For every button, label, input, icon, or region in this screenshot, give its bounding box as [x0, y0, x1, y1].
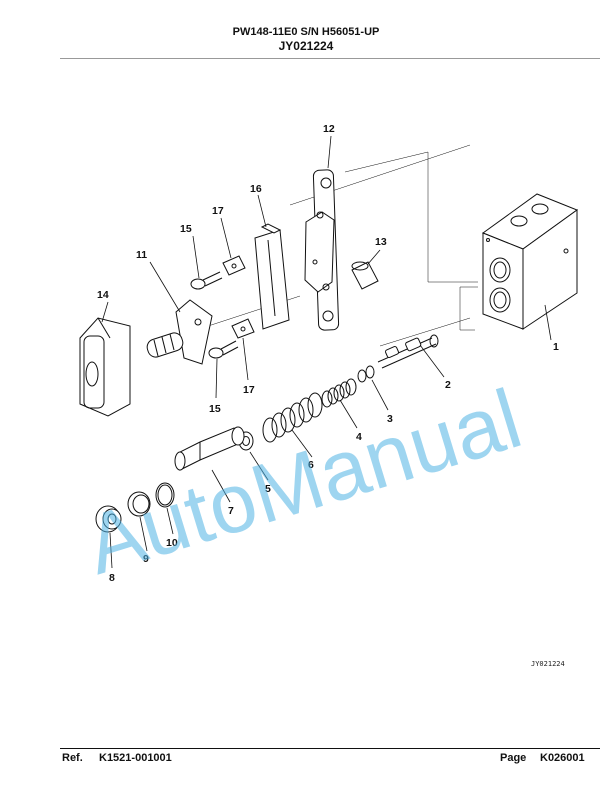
part-plate	[304, 169, 340, 331]
washer-hole-bottom	[240, 326, 246, 332]
part-lever-bracket	[146, 299, 213, 365]
callout-4: 4	[356, 431, 362, 443]
footer-rule	[60, 748, 600, 749]
part-screw-top	[190, 271, 223, 290]
page-footer: Ref. K1521-001001 Page K026001	[0, 752, 612, 768]
callout-10: 10	[166, 537, 178, 549]
part-spool	[377, 334, 439, 369]
callout-9: 9	[143, 553, 149, 565]
callout-15-bottom: 15	[209, 403, 221, 415]
callout-1: 1	[553, 341, 559, 353]
part-large-spring	[262, 392, 323, 443]
part-o-ring	[155, 482, 175, 508]
part-washer-top	[222, 255, 246, 276]
part-plunger	[174, 426, 245, 471]
header-rule	[60, 58, 600, 59]
callout-12: 12	[323, 123, 335, 135]
page-label: Page	[500, 752, 527, 764]
callout-17-top: 17	[212, 205, 224, 217]
callout-8: 8	[109, 572, 115, 584]
figure-code: JY021224	[278, 39, 334, 53]
callout-11: 11	[136, 249, 147, 261]
ref-value: K1521-001001	[99, 752, 172, 764]
part-backup-ring	[127, 491, 151, 517]
part-valve-body	[481, 193, 579, 330]
ref-label: Ref.	[62, 752, 83, 764]
part-end-cap	[79, 317, 131, 417]
watermark: AutoManual	[75, 371, 531, 592]
callout-15-top: 15	[180, 223, 192, 235]
part-pin	[351, 261, 379, 290]
callout-5: 5	[265, 483, 271, 495]
washer-hole-top	[231, 263, 237, 269]
callout-2: 2	[445, 379, 451, 391]
part-small-spring	[321, 378, 357, 408]
callout-labels: 1 2 3 4 5 6 7 8 9 10 11 12 13 14 15 15 1…	[97, 123, 559, 584]
callout-16: 16	[250, 183, 262, 195]
page-header: PW148-11E0 S/N H56051-UP JY021224	[0, 26, 612, 53]
drawing-code: JY021224	[531, 660, 565, 668]
part-washer-bottom	[231, 318, 255, 339]
callout-leader-lines	[101, 135, 552, 569]
page-value: K026001	[540, 752, 585, 764]
model-line: PW148-11E0 S/N H56051-UP	[232, 26, 380, 38]
part-screw-bottom	[208, 340, 239, 359]
callout-13: 13	[375, 236, 387, 248]
part-o-ring-inner	[157, 484, 173, 506]
callout-3: 3	[387, 413, 393, 425]
part-cover-plate	[254, 223, 290, 330]
callout-6: 6	[308, 459, 314, 471]
callout-14: 14	[97, 289, 109, 301]
callout-7: 7	[228, 505, 234, 517]
callout-17-bottom: 17	[243, 384, 255, 396]
part-seal-nut	[95, 505, 122, 533]
part-small-washer	[357, 365, 375, 383]
